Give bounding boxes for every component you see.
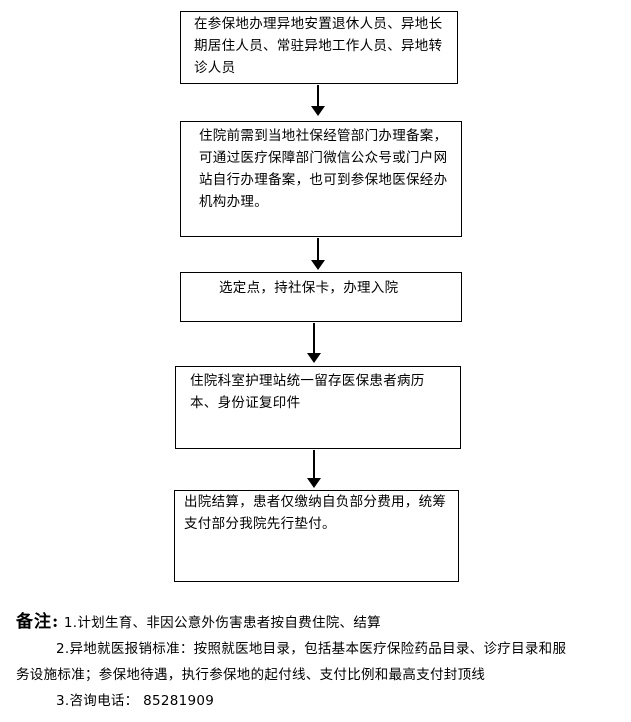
flow-step-2-text: 住院前需到当地社保经管部门办理备案，可通过医疗保障部门微信公众号或门户网站自行办…: [199, 128, 448, 210]
notes-title: 备注:: [16, 612, 60, 632]
arrow-shaft: [317, 238, 319, 262]
note-item-2-line-1: 2.异地就医报销标准：按照就医地目录，包括基本医疗保险药品目录、诊疗目录和服: [56, 641, 567, 657]
note-item-2-line-2: 务设施标准；参保地待遇，执行参保地的起付线、支付比例和最高支付封顶线: [16, 667, 486, 683]
arrow-down-icon: [307, 478, 321, 488]
arrow-shaft: [313, 450, 315, 480]
flow-step-1-box: 在参保地办理异地安置退休人员、异地长期居住人员、常驻异地工作人员、异地转诊人员: [180, 11, 458, 84]
note-item-3: 3.咨询电话： 85281909: [56, 693, 215, 709]
flow-step-3-text: 选定点，持社保卡，办理入院: [219, 280, 399, 296]
flow-step-4-box: 住院科室护理站统一留存医保患者病历本、身份证复印件: [175, 366, 461, 449]
flow-step-2-box: 住院前需到当地社保经管部门办理备案，可通过医疗保障部门微信公众号或门户网站自行办…: [180, 121, 462, 237]
flow-step-5-text: 出院结算，患者仅缴纳自负部分费用，统筹支付部分我院先行垫付。: [184, 494, 447, 532]
flow-step-4-text: 住院科室护理站统一留存医保患者病历本、身份证复印件: [190, 373, 425, 411]
arrow-shaft: [313, 323, 315, 355]
flow-step-3-box: 选定点，持社保卡，办理入院: [180, 272, 462, 322]
notes-first-line: 备注: 1.计划生育、非因公意外伤害患者按自费住院、结算: [16, 609, 626, 636]
arrow-down-icon: [311, 106, 325, 116]
notes-section: 备注: 1.计划生育、非因公意外伤害患者按自费住院、结算 2.异地就医报销标准：…: [16, 609, 626, 714]
arrow-down-icon: [307, 353, 321, 363]
flow-step-1-text: 在参保地办理异地安置退休人员、异地长期居住人员、常驻异地工作人员、异地转诊人员: [194, 16, 443, 76]
arrow-down-icon: [311, 260, 325, 270]
flow-step-5-box: 出院结算，患者仅缴纳自负部分费用，统筹支付部分我院先行垫付。: [174, 490, 459, 582]
note-item-1: 1.计划生育、非因公意外伤害患者按自费住院、结算: [63, 615, 381, 631]
arrow-shaft: [317, 85, 319, 108]
